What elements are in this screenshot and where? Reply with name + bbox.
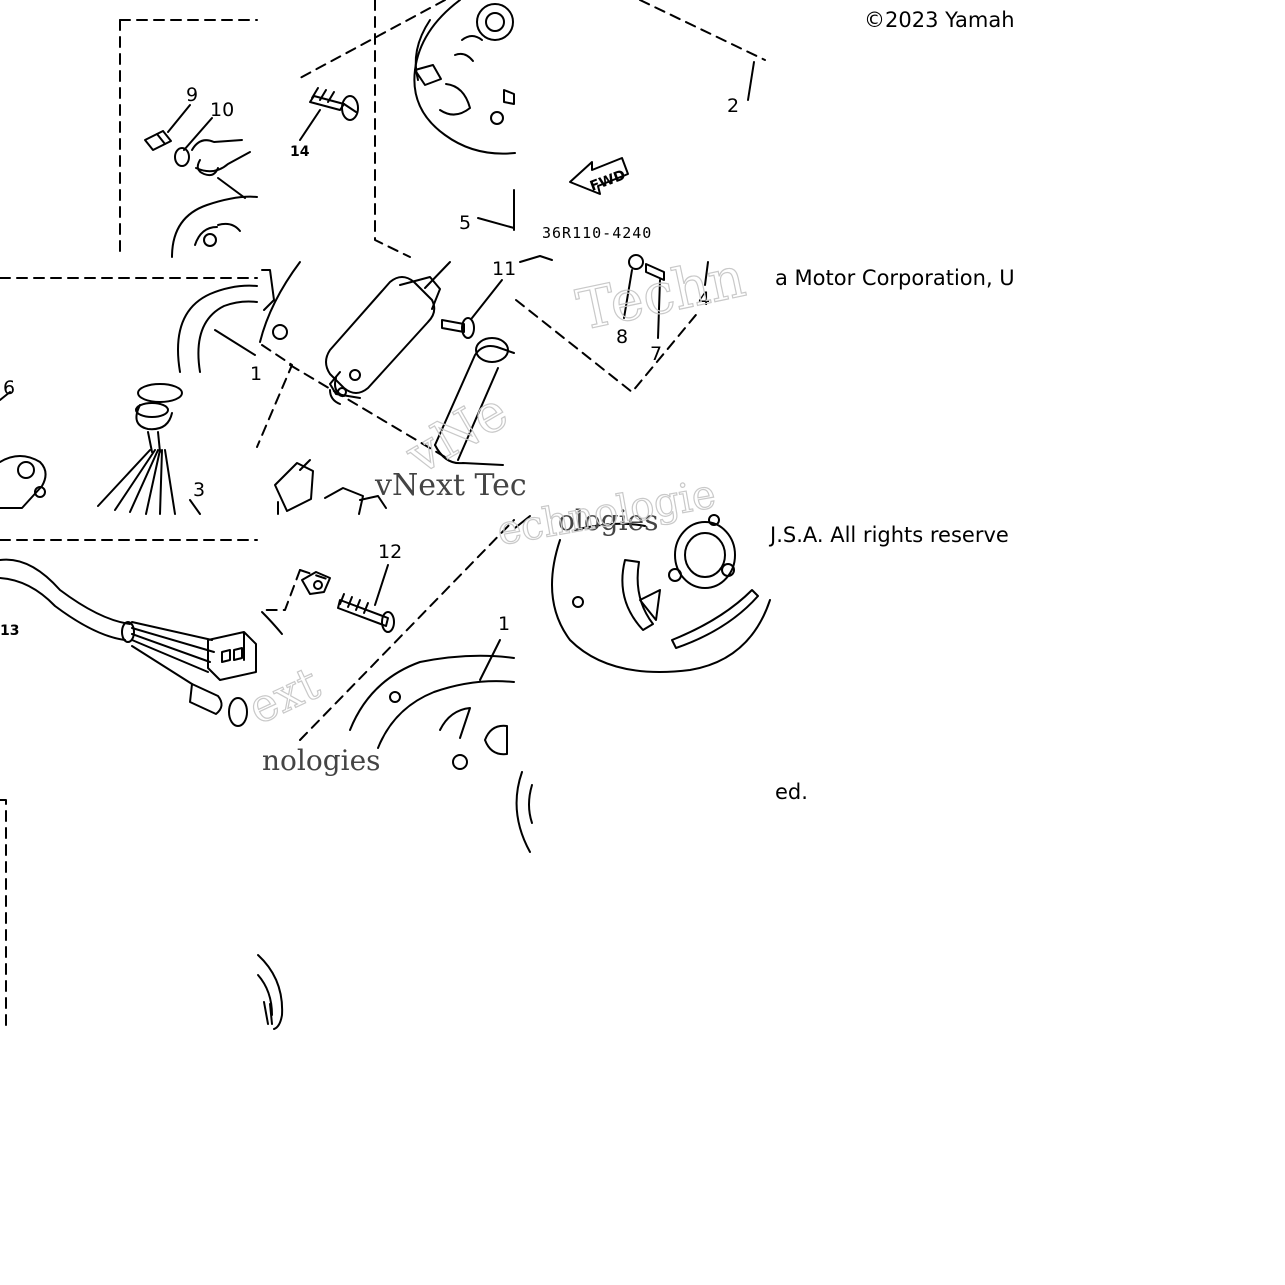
callout-7: 7: [650, 343, 662, 365]
callout-2: 2: [727, 95, 739, 117]
callout-labels: 9 10 14 2 5 36R110-4240 11 4 8 7 1 6 3 1…: [0, 84, 739, 639]
copyright-line-4: ed.: [775, 780, 808, 804]
tile-lower-center: [261, 519, 515, 770]
watermark-text-2: Techn: [571, 245, 750, 344]
tile-mid-right: [515, 254, 709, 393]
callout-1: 1: [250, 363, 262, 385]
watermark-text-3: ologies: [558, 504, 659, 537]
callout-14: 14: [290, 144, 310, 160]
copyright-line-2: a Motor Corporation, U: [775, 266, 1015, 290]
fwd-label: FWD: [588, 167, 628, 195]
tile-lower-left: [0, 539, 258, 727]
callout-13: 13: [0, 623, 19, 639]
copyright-line-3: J.S.A. All rights reserve: [770, 523, 1009, 547]
tile-top-right: [513, 0, 766, 231]
watermark-text-4: echnologie: [494, 471, 719, 555]
watermark-text-5: ext: [240, 656, 328, 735]
tile-top-center: [299, 0, 516, 258]
callout-5: 5: [459, 212, 471, 234]
callout-4: 4: [698, 288, 710, 310]
callout-10: 10: [210, 99, 234, 121]
watermark-logo: vNext Tec Techn ologies echnologie ext n…: [239, 244, 751, 777]
callout-6: 6: [3, 377, 15, 399]
part-code: 36R110-4240: [542, 224, 652, 242]
callout-9: 9: [186, 84, 198, 106]
tile-mid-center: [256, 261, 515, 515]
callout-3: 3: [193, 479, 205, 501]
tile-lower-right: [514, 514, 771, 673]
copyright-line-1: ©2023 Yamah: [864, 8, 1015, 32]
watermark-text-1: vNext Tec: [374, 468, 527, 503]
tile-bottom-row: [0, 771, 533, 1030]
callout-8: 8: [616, 326, 628, 348]
tile-top-left: [119, 19, 258, 258]
tile-mid-left: [0, 277, 258, 515]
callout-11: 11: [492, 258, 516, 280]
watermark-text-6: nologies: [262, 744, 381, 777]
callout-12: 12: [378, 541, 402, 563]
callout-1-rotor: 1: [498, 613, 510, 635]
